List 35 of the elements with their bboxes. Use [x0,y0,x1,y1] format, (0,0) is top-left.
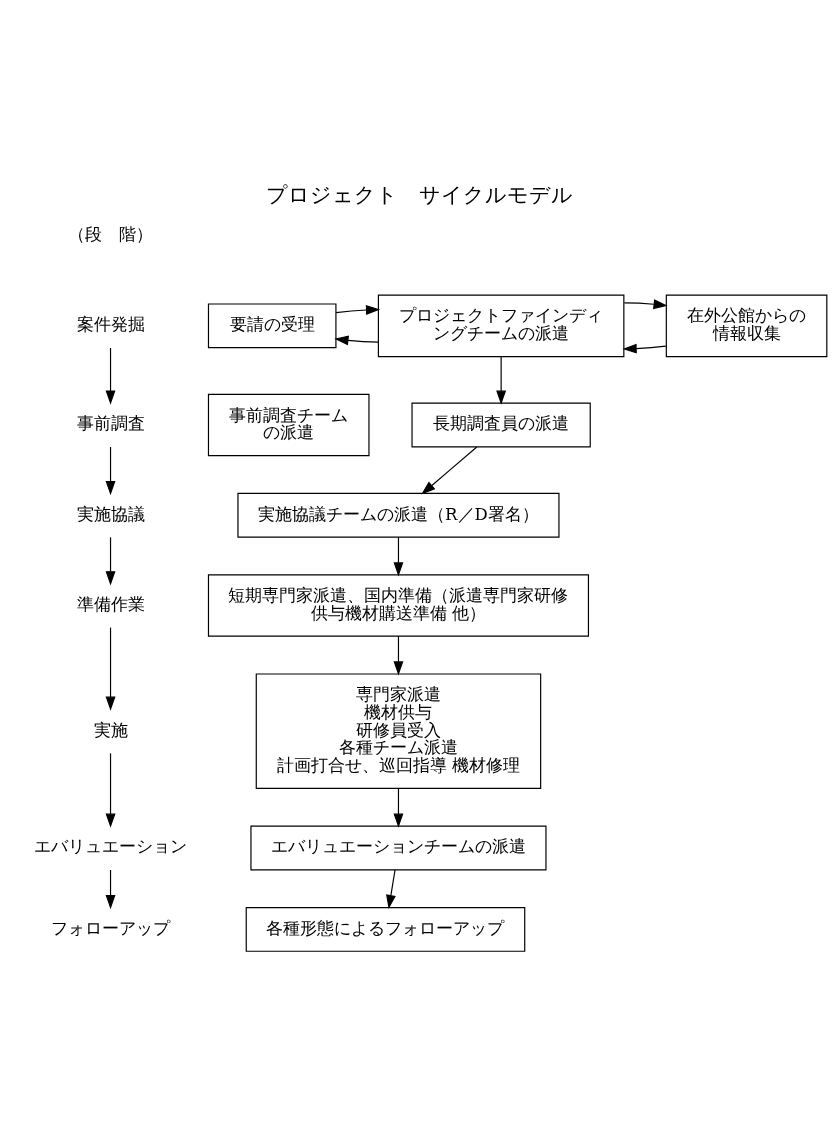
node-text: 実施 [93,720,128,740]
arrow [623,299,668,310]
arrow [105,752,116,828]
diagram-title: プロジェクト サイクルモデル [266,182,574,208]
arrow [105,347,116,405]
arrow [105,536,116,586]
arrow [496,356,507,405]
node-box: 長期調査員の派遣 [411,402,591,448]
node-box: 事前調査チームの派遣 [207,393,370,457]
node-box: 在外公館からの情報収集 [665,294,828,358]
arrow [334,335,379,346]
arrow [421,446,478,495]
node-box: プロジェクトファインディングチームの派遣 [377,294,625,358]
node-text: 案件発掘 [76,315,145,335]
node-box: エバリュエーションチームの派遣 [250,825,547,871]
node-box: 実施協議チームの派遣（R／D署名） [237,492,560,538]
node-text: 事前調査 [76,414,145,434]
node-box: 短期専門家派遣、国内準備（派遣専門家研修供与機材購送準備 他） [207,574,590,637]
arrow [393,635,404,676]
node-box: 要請の受理 [207,303,337,349]
arrow [393,788,404,828]
arrow [105,627,116,711]
node-text: 実施協議 [76,504,145,524]
arrow [105,869,116,910]
arrow [386,869,396,910]
node-box: 専門家派遣 機材供与 研修員受入 各種チーム派遣 計画打合せ、巡回指導 機材修理 [255,673,542,790]
arrow [622,343,667,354]
arrow [393,536,404,577]
label: （段 階） [68,224,154,244]
arrow [105,446,116,496]
node-text: フォローアップ [51,918,171,938]
node-text: エバリュエーション [34,837,188,857]
node-text: 準備作業 [76,594,145,614]
arrow [335,305,381,315]
node-box: 各種形態によるフォローアップ [245,907,526,952]
